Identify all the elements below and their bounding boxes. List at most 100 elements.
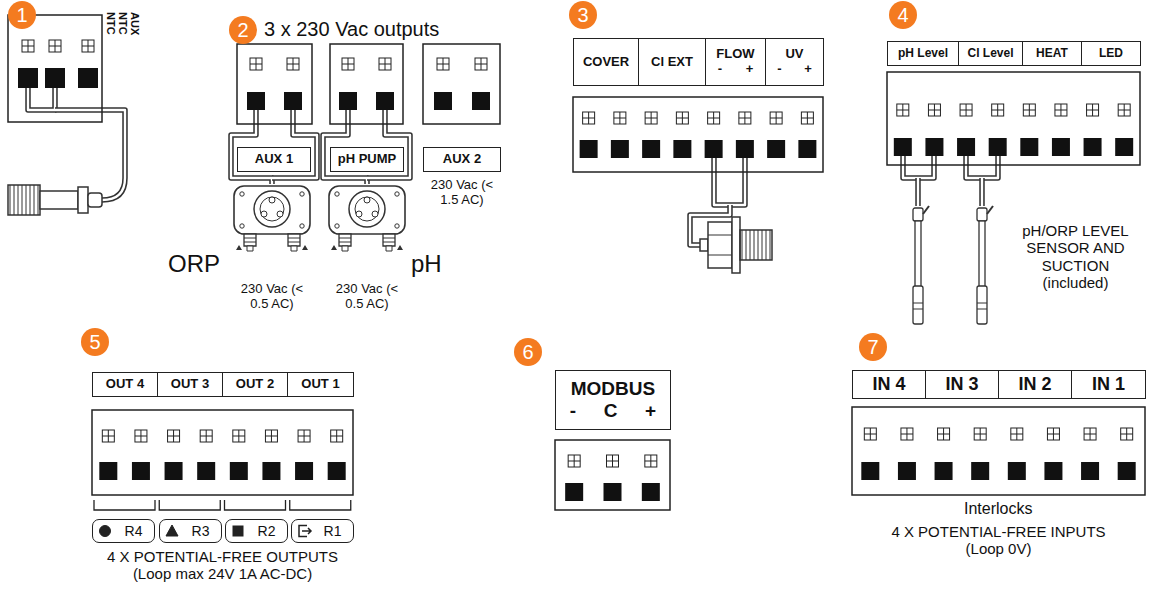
node-text: + <box>746 62 754 77</box>
screw-icon <box>708 112 720 124</box>
screw-icon <box>938 428 950 440</box>
screw-icon <box>331 430 343 442</box>
screw-icon <box>960 104 972 116</box>
wires <box>981 178 983 206</box>
caption-text: Interlocks <box>964 500 1032 518</box>
screw-icon <box>168 430 180 442</box>
terminal-header: Cl Level <box>958 41 1023 66</box>
screw-icon <box>102 430 114 442</box>
screw-icon <box>801 112 813 124</box>
terminal-clamp <box>99 462 117 480</box>
screw-icon <box>568 455 580 467</box>
screw-icon <box>583 112 595 124</box>
terminal-clamp <box>642 483 660 501</box>
terminal-clamp <box>434 92 452 110</box>
screw-icon <box>102 430 114 442</box>
screw-icon <box>49 40 61 52</box>
terminal-block <box>330 44 403 124</box>
screw-icon <box>645 112 657 124</box>
flow-switch <box>708 235 732 255</box>
flow-switch <box>700 239 708 251</box>
terminal-clamp <box>472 92 490 110</box>
node-text: OUT 4 <box>106 377 144 392</box>
terminal-clamp <box>1081 462 1099 480</box>
screw-icon <box>379 58 391 70</box>
terminal-clamp <box>1044 462 1062 480</box>
screw-icon <box>739 112 751 124</box>
relay-symbols <box>166 525 178 536</box>
node-text: - <box>777 62 781 77</box>
terminal-clamp <box>673 140 691 158</box>
pin-name: AUX <box>128 12 141 35</box>
screw-icon <box>437 58 449 70</box>
node-text: COVER <box>583 55 629 70</box>
callout-number: 7 <box>859 333 887 361</box>
terminal-block <box>92 410 353 495</box>
callout-number: 5 <box>81 328 109 356</box>
polarity-row: -+ <box>766 62 823 77</box>
terminal-header: FLOW-+ <box>705 38 766 86</box>
terminal-clamp <box>604 483 622 501</box>
terminal-clamp <box>935 462 953 480</box>
terminal-clamp <box>1008 462 1026 480</box>
screw-icon <box>1023 104 1035 116</box>
flow-switch <box>708 222 732 268</box>
node-text: OUT 1 <box>301 377 339 392</box>
output-bracket <box>159 500 220 510</box>
terminal-header: pH PUMP <box>330 147 404 172</box>
terminal-clamp <box>611 140 629 158</box>
terminal-header: OUT 1 <box>287 372 354 397</box>
terminal-header: IN 3 <box>925 370 999 399</box>
screw-icon <box>1087 104 1099 116</box>
screw-icon <box>437 58 449 70</box>
terminal-header: AUX 1 <box>237 147 311 172</box>
screw-icon <box>974 428 986 440</box>
terminal-clamp <box>798 140 816 158</box>
terminal-clamp <box>78 68 98 88</box>
terminal-clamp <box>262 462 280 480</box>
wires <box>966 156 998 178</box>
wires <box>28 88 998 245</box>
ntc-sensor <box>78 187 88 213</box>
node-text: R1 <box>324 523 342 539</box>
screw-icon <box>992 104 1004 116</box>
flow-switch <box>740 230 772 260</box>
screw-icon <box>233 430 245 442</box>
node-text: R3 <box>192 523 210 539</box>
terminal-clamp <box>925 138 943 156</box>
screw-icon <box>82 40 94 52</box>
screw-icon <box>1121 428 1133 440</box>
relay-box: R2 <box>225 519 288 543</box>
screw-icon <box>607 455 619 467</box>
screw-icon <box>708 112 720 124</box>
terminal-clamp <box>565 483 583 501</box>
screw-icon <box>645 112 657 124</box>
node-text: MODBUS <box>571 378 655 400</box>
terminal-block <box>555 440 670 510</box>
node-text: OUT 2 <box>236 377 274 392</box>
terminal-clamp <box>230 462 248 480</box>
terminal-block <box>573 97 823 172</box>
cl-probe <box>977 206 993 324</box>
screw-icon <box>1118 104 1130 116</box>
wires <box>903 156 934 178</box>
node-text: FLOW <box>716 47 754 62</box>
screw-icon <box>770 112 782 124</box>
screw-icon <box>1011 428 1023 440</box>
terminal-header: OUT 4 <box>92 372 158 397</box>
node-text: HEAT <box>1036 47 1068 61</box>
node-text: Cl Level <box>967 47 1013 61</box>
caption-text: 3 x 230 Vac outputs <box>264 18 439 41</box>
screw-icon <box>901 428 913 440</box>
node-text: OUT 3 <box>171 377 209 392</box>
terminal-clamp <box>339 92 357 110</box>
screw-icon <box>1084 428 1096 440</box>
screw-icon <box>801 112 813 124</box>
terminal-clamp <box>894 138 912 156</box>
terminal-clamp <box>1084 138 1102 156</box>
ntc-sensor <box>8 185 102 215</box>
terminal-clamp <box>898 462 916 480</box>
relay-symbols <box>233 526 243 536</box>
screw-icon <box>265 430 277 442</box>
terminal-header: IN 1 <box>1071 370 1146 399</box>
